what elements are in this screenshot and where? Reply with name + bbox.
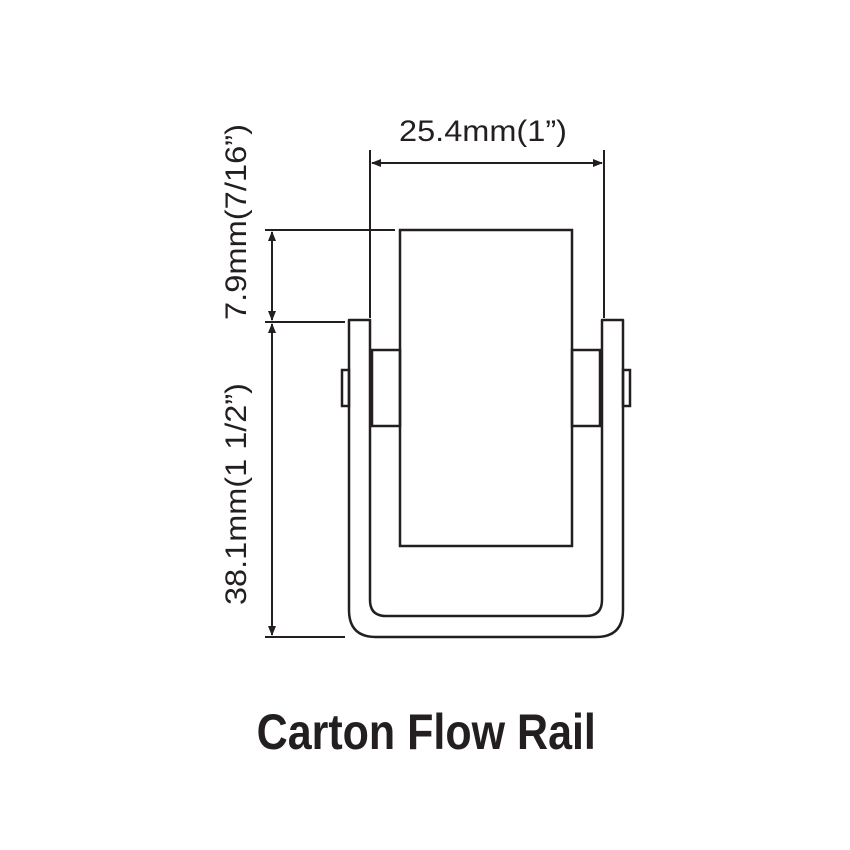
right-axle-nub <box>621 368 632 408</box>
left-axle-nub <box>340 368 351 408</box>
offset-dimension-label: 7.9mm(7/16”) <box>220 124 253 320</box>
height-dimension-label: 38.1mm(1 1/2”) <box>220 383 253 605</box>
bracket-outer <box>347 318 625 639</box>
diagram-title: Carton Flow Rail <box>256 704 596 760</box>
width-dimension-label: 25.4mm(1”) <box>399 115 567 148</box>
left-bushing <box>370 348 402 428</box>
right-bushing <box>570 348 602 428</box>
roller <box>398 228 574 548</box>
